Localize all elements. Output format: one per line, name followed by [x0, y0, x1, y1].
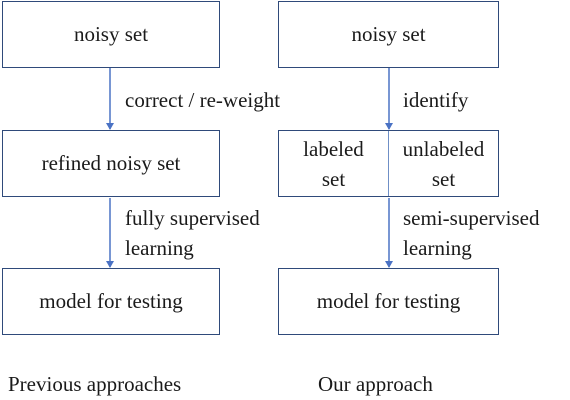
labeled-set-cell: labeled set [279, 131, 389, 196]
left-noisy-set-box: noisy set [2, 1, 220, 68]
unlabeled-set-cell: unlabeled set [389, 131, 498, 196]
right-model-label: model for testing [316, 289, 461, 313]
left-refined-noisy-set-box: refined noisy set [2, 130, 220, 197]
left-model-box: model for testing [2, 268, 220, 335]
right-split-box: labeled set unlabeled set [278, 130, 499, 197]
left-caption: Previous approaches [8, 372, 182, 396]
left-edge-label-1: correct / re-weight [125, 88, 281, 112]
left-edge-label-2: fully supervised learning [125, 206, 260, 260]
right-model-box: model for testing [278, 268, 499, 335]
right-noisy-set-label: noisy set [351, 22, 426, 46]
labeled-set-label: labeled set [303, 136, 364, 191]
left-noisy-set-label: noisy set [73, 22, 149, 46]
right-edge-label-2: semi-supervised learning [403, 206, 540, 260]
right-caption: Our approach [318, 372, 433, 396]
right-noisy-set-box: noisy set [278, 1, 499, 68]
left-refined-noisy-set-label: refined noisy set [41, 151, 181, 175]
right-edge-label-1: identify [403, 88, 469, 112]
unlabeled-set-label: unlabeled set [402, 136, 485, 191]
left-model-label: model for testing [39, 289, 183, 313]
